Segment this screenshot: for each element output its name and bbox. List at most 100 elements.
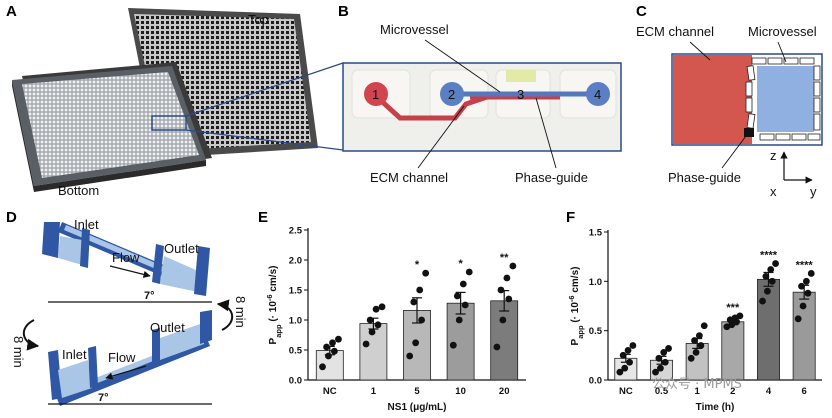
ylabel-rest: (· 10 [570, 302, 581, 326]
ylabel-sup: -6 [265, 294, 274, 301]
data-point [802, 277, 810, 285]
well-4 [586, 82, 610, 106]
y-tick-label: 1.5 [289, 286, 303, 297]
x-tick-label: 0.5 [655, 386, 669, 397]
data-point [422, 269, 430, 277]
x-tick-label: 1 [371, 386, 377, 397]
label-microvessel-c: Microvessel [748, 24, 817, 39]
y-axis-label: Papp (· 10-6 cm/s) [265, 266, 283, 345]
data-point [335, 335, 342, 343]
x-tick-label: NC [619, 386, 633, 397]
x-tick-label: 2 [730, 386, 735, 397]
label-ecm-b: ECM channel [370, 170, 448, 185]
data-point [767, 266, 775, 273]
data-point [459, 280, 467, 288]
y-tick-label: 1.0 [289, 316, 302, 327]
data-point [509, 262, 517, 270]
data-point [807, 270, 815, 277]
time-right: 8 min [233, 296, 248, 328]
data-point [503, 274, 511, 282]
ylabel-end: cm/s) [570, 267, 581, 296]
data-point [455, 316, 463, 324]
data-point [323, 343, 330, 351]
phaseguide-block [744, 128, 754, 137]
data-point [449, 341, 457, 349]
data-point [660, 348, 668, 356]
significance-mark: ** [500, 252, 509, 264]
y-tick-label: 1.0 [589, 277, 602, 288]
data-point [378, 303, 386, 311]
data-point [453, 292, 461, 300]
ylabel-rest: (· 10 [268, 301, 279, 325]
data-point [325, 352, 332, 360]
well-2 [440, 82, 464, 106]
data-point [418, 316, 425, 324]
data-point [697, 342, 705, 349]
data-point [330, 347, 338, 355]
zoom-box [151, 115, 187, 131]
label-outlet-top: Outlet [164, 241, 199, 256]
time-left: 8 min [11, 336, 26, 368]
panel-a: A Top Bottom [6, 3, 344, 198]
data-point [695, 332, 703, 339]
well-1-label: 1 [372, 87, 379, 102]
data-point [772, 260, 779, 267]
zoom-line-top [185, 62, 344, 117]
data-point [804, 289, 812, 297]
label-phaseguide-c: Phase-guide [668, 170, 741, 185]
x-tick-label: NC [323, 386, 337, 397]
label-flow-bottom: Flow [108, 350, 136, 365]
y-axis-label: Papp (· 10-6 cm/s) [567, 267, 585, 346]
data-point [499, 316, 507, 324]
panel-letter-e: E [258, 209, 268, 226]
label-top: Top [248, 12, 269, 27]
x-tick-label: 1 [695, 386, 701, 397]
panel-letter-b: B [338, 3, 349, 20]
data-point [691, 337, 698, 344]
label-inlet-bottom: Inlet [62, 347, 87, 362]
data-point [687, 354, 695, 362]
data-point [762, 273, 770, 280]
well-4-label: 4 [594, 87, 601, 102]
axis-y-label: y [810, 184, 817, 199]
panel-letter-d: D [6, 209, 17, 226]
data-point [763, 287, 771, 295]
x-tick-label: 4 [766, 386, 772, 397]
data-point [412, 339, 420, 347]
data-point [661, 358, 669, 366]
plate-bottom [12, 62, 212, 192]
y-tick-label: 0.0 [589, 376, 602, 387]
bar-20 [490, 300, 519, 381]
x-axis-label: NS1 (μg/mL) [388, 402, 447, 413]
ylabel-end: cm/s) [268, 266, 279, 295]
vessel-lumen [757, 66, 814, 132]
data-point [652, 368, 659, 376]
data-point [768, 277, 776, 285]
watermark: 公众号 · MPMS [652, 377, 742, 392]
axis-x-label: x [770, 184, 777, 199]
data-point [374, 321, 382, 329]
label-microvessel-b: Microvessel [380, 22, 449, 37]
data-point [656, 364, 664, 372]
endothelial-cells [745, 57, 821, 141]
well-2-label: 2 [448, 87, 455, 102]
data-point [759, 297, 766, 305]
data-point [366, 316, 374, 324]
data-point [736, 312, 744, 320]
ylabel-main: P [570, 338, 581, 345]
y-tick-label: 0.0 [289, 376, 302, 387]
bar-2 [721, 321, 745, 381]
rotate-arrow-left [23, 319, 40, 351]
y-tick-label: 2.5 [289, 226, 303, 237]
data-point [410, 298, 418, 306]
angle-top: 7° [144, 290, 155, 302]
significance-mark: * [415, 259, 420, 271]
x-tick-label: 5 [414, 386, 420, 397]
y-tick-label: 1.5 [589, 228, 603, 239]
data-point [799, 302, 807, 310]
panel-c: C ECM channel Microvessel Phase-guide z … [636, 3, 823, 199]
panel-letter-c: C [636, 3, 647, 20]
label-phaseguide-b: Phase-guide [515, 170, 588, 185]
